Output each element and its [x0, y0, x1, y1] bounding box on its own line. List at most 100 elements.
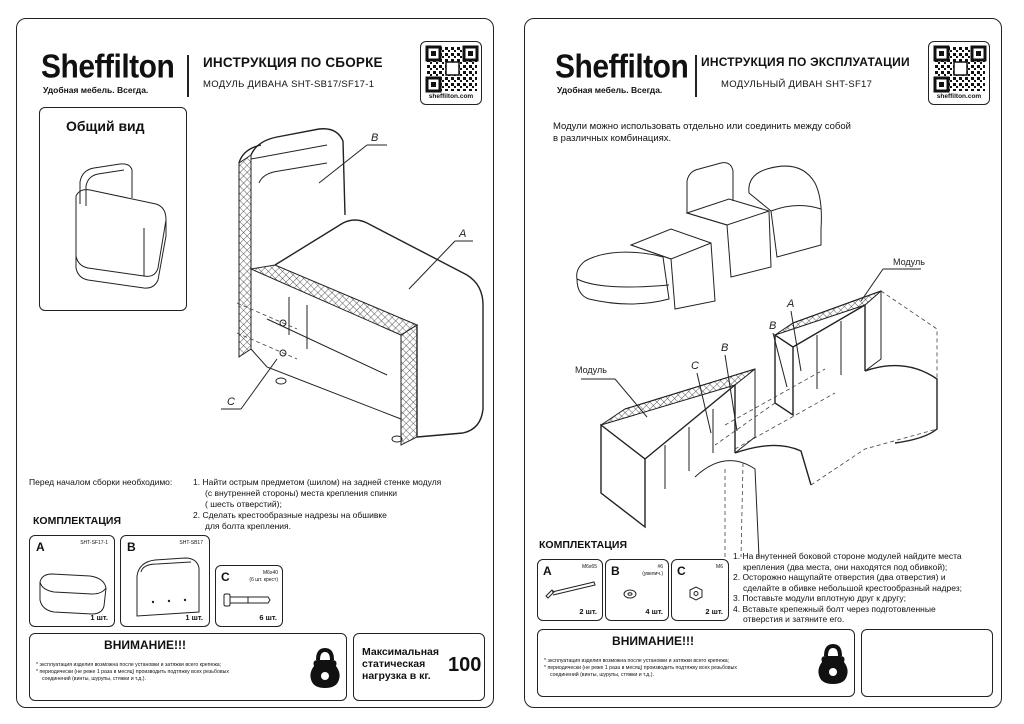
part-label-c: C	[227, 396, 235, 408]
kit-item-b: B #6 (увелич.) 4 шт.	[605, 559, 669, 621]
brand-logo: Sheffilton	[41, 49, 175, 86]
kit-letter: A	[36, 540, 45, 554]
kit-code: SHT-SB17	[179, 540, 203, 546]
module-label: Модуль	[893, 257, 925, 267]
kit-letter: C	[677, 564, 686, 578]
kit-code: #6	[657, 564, 663, 570]
kit-letter: B	[127, 540, 136, 554]
step-line: сделайте в обивке небольшой крестообразн…	[743, 582, 963, 593]
kit-item-b: B SHT-SB17 1 шт.	[120, 535, 210, 627]
step-line: крепления (два места, они находятся под …	[743, 561, 948, 572]
pre-assembly-label: Перед началом сборки необходимо:	[29, 477, 173, 487]
kit-letter: B	[611, 564, 620, 578]
warning-title: ВНИМАНИЕ!!!	[104, 638, 186, 652]
page-subtitle: МОДУЛЬНЫЙ ДИВАН SHT-SF17	[721, 79, 873, 90]
module-thumbnail-icon	[75, 163, 167, 289]
load-label-line: статическая	[362, 658, 426, 670]
qr-code-box[interactable]: sheffilton.com	[928, 41, 990, 105]
kit-qty: 6 шт.	[259, 613, 277, 622]
kettlebell-icon	[310, 647, 340, 688]
kit-item-c: C M6 2 шт.	[671, 559, 729, 621]
warning-title: ВНИМАНИЕ!!!	[612, 634, 694, 648]
general-view-box: Общий вид	[39, 107, 187, 311]
max-load-label: Максимальная статическая нагрузка в кг.	[362, 646, 439, 682]
intro-line: в различных комбинациях.	[553, 133, 672, 144]
kit-code-note: (6 шт. крест)	[249, 577, 278, 583]
kit-item-c: C M6x40 (6 шт. крест) 6 шт.	[215, 565, 283, 627]
connection-steps: 1. На внутенней боковой стороне модулей …	[733, 551, 999, 625]
kit-qty: 4 шт.	[645, 607, 663, 616]
kettlebell-icon	[818, 643, 848, 684]
step-line: 4. Вставьте крепежный болт через подгото…	[733, 603, 936, 614]
warning-box: ВНИМАНИЕ!!! * эксплуатация изделия возмо…	[537, 629, 855, 697]
warning-line: * эксплуатация изделия возможна после ус…	[36, 662, 222, 668]
kit-code: SHT-SF17-1	[80, 540, 108, 546]
part-label-a: A	[786, 298, 794, 310]
kit-qty: 1 шт.	[90, 613, 108, 622]
header-divider	[695, 55, 697, 97]
kit-qty: 2 шт.	[705, 607, 723, 616]
warning-line: соединений (винты, шурупы, стяжки и т.д.…	[42, 676, 146, 682]
part-label-b: B	[769, 320, 776, 332]
step-line: ( шесть отверстий);	[205, 499, 282, 509]
module-combinations-diagram	[576, 162, 822, 310]
header-divider	[187, 55, 189, 97]
intro-line: Модули можно использовать отдельно или с…	[553, 121, 851, 132]
load-label-line: нагрузка в кг.	[362, 670, 431, 682]
warning-line: * периодически (не реже 1 раза в месяц) …	[36, 669, 229, 675]
warning-line: * периодически (не реже 1 раза в месяц) …	[544, 665, 737, 671]
qr-code-icon	[933, 45, 987, 93]
load-label-line: Максимальная	[362, 646, 440, 658]
step-line: 3. Поставьте модули вплотную друг к друг…	[733, 593, 906, 603]
washer-icon	[623, 589, 637, 599]
assembly-diagram: B A C	[221, 128, 484, 446]
backrest-icon	[136, 557, 200, 617]
step-line: 2. Сделать крестообразные надрезы на обш…	[193, 510, 387, 520]
page-subtitle: МОДУЛЬ ДИВАНА SHT-SB17/SF17-1	[203, 79, 375, 90]
qr-code-icon	[425, 45, 479, 93]
kit-item-a: A SHT-SF17-1 1 шт.	[29, 535, 115, 627]
kit-code: M6x40	[262, 570, 278, 576]
kit-title: КОМПЛЕКТАЦИЯ	[539, 539, 628, 551]
warning-line: соединений (винты, шурупы, стяжки и т.д.…	[550, 672, 654, 678]
qr-url: sheffilton.com	[428, 93, 474, 100]
brand-slogan: Удобная мебель. Всегда.	[43, 85, 149, 95]
part-label-b: B	[721, 342, 728, 354]
step-line: 2. Осторожно нащупайте отверстия (два от…	[733, 572, 946, 582]
nut-icon	[689, 586, 703, 601]
part-label-c: C	[691, 360, 699, 372]
page-title: ИНСТРУКЦИЯ ПО ЭКСПЛУАТАЦИИ	[701, 55, 910, 69]
kit-code-note: (увелич.)	[642, 571, 663, 577]
operation-instruction-sheet: Sheffilton Удобная мебель. Всегда. ИНСТР…	[524, 18, 1002, 708]
max-load-box-empty	[861, 629, 993, 697]
assembly-instruction-sheet: Sheffilton Удобная мебель. Всегда. ИНСТР…	[16, 18, 494, 708]
kit-qty: 1 шт.	[185, 613, 203, 622]
kit-qty: 2 шт.	[579, 607, 597, 616]
kit-letter: C	[221, 570, 230, 584]
kit-code: M6	[716, 564, 723, 570]
part-label-b: B	[371, 132, 378, 144]
step-line: 1. Найти острым предметом (шилом) на зад…	[193, 477, 442, 487]
brand-slogan: Удобная мебель. Всегда.	[557, 85, 663, 95]
kit-code: M6x65	[581, 564, 597, 570]
long-bolt-icon	[545, 581, 596, 599]
kit-item-a: A M6x65 2 шт.	[537, 559, 603, 621]
warning-box: ВНИМАНИЕ!!! * эксплуатация изделия возмо…	[29, 633, 347, 701]
page-title: ИНСТРУКЦИЯ ПО СБОРКЕ	[203, 55, 383, 70]
qr-code-box[interactable]: sheffilton.com	[420, 41, 482, 105]
intro-text: Модули можно использовать отдельно или с…	[553, 121, 851, 145]
max-load-value: 100	[448, 654, 482, 676]
step-line: (с внутренней стороны) места крепления с…	[205, 488, 398, 498]
qr-url: sheffilton.com	[936, 93, 982, 100]
step-line: отверстия и затяните его.	[743, 614, 845, 624]
warning-line: * эксплуатация изделия возможна после ус…	[544, 658, 730, 664]
module-label: Модуль	[575, 365, 607, 375]
warning-text: * эксплуатация изделия возможна после ус…	[36, 662, 302, 683]
assembly-steps: 1. Найти острым предметом (шилом) на зад…	[193, 477, 441, 532]
seat-module-icon	[39, 573, 107, 615]
bolt-icon	[223, 593, 271, 607]
brand-logo: Sheffilton	[555, 49, 689, 86]
part-label-a: A	[458, 228, 466, 240]
kit-letter: A	[543, 564, 552, 578]
module-connection-diagram: Модуль Модуль A B B C	[575, 257, 938, 558]
